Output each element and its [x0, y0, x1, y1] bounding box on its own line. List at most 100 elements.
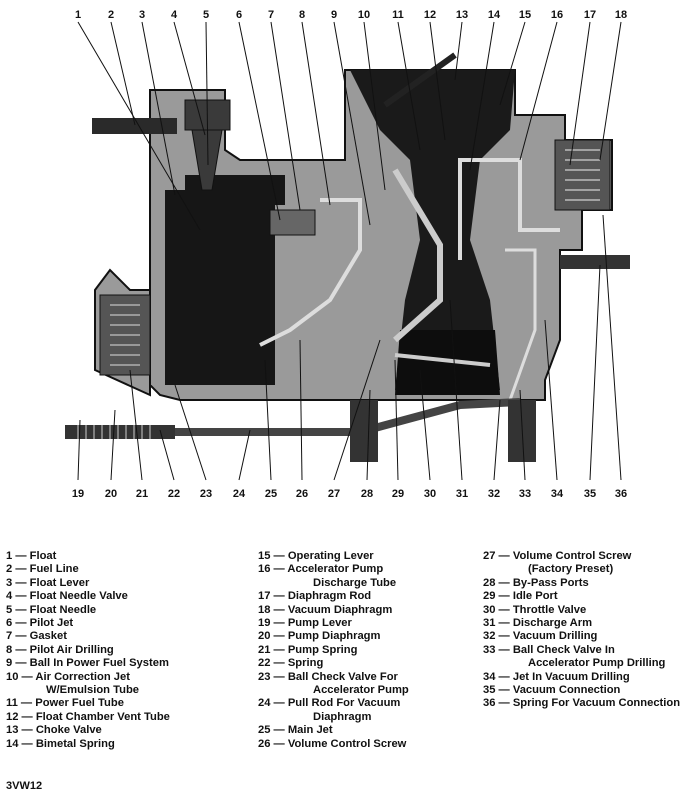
callout-leader-16 [519, 21, 558, 161]
legend-item-text: 16 — Accelerator Pump [258, 563, 384, 576]
legend-item-text: 8 — Pilot Air Drilling [6, 643, 114, 656]
legend-item-33: 33 — Ball Check Valve In [483, 644, 693, 657]
choke-valve [383, 52, 457, 108]
fuel-line [92, 118, 177, 134]
legend-item-text: 5 — Float Needle [6, 603, 97, 616]
callout-number-17: 17 [584, 9, 596, 21]
callout-number-25: 25 [265, 488, 277, 500]
legend-item-text: 24 — Pull Rod For Vacuum [258, 697, 401, 710]
legend-item-text: 10 — Air Correction Jet [6, 670, 130, 683]
callout-leader-10 [363, 21, 386, 191]
callout-number-28: 28 [361, 488, 373, 500]
vacuum-connection [560, 255, 630, 269]
pilot-jet [269, 209, 316, 236]
legend-item-11: 11 — Power Fuel Tube [6, 697, 241, 710]
legend-item-7: 7 — Gasket [6, 630, 241, 643]
legend-item-text: 31 — Discharge Arm [483, 617, 593, 630]
callout-number-31: 31 [456, 488, 468, 500]
legend-item-text: 18 — Vacuum Diaphragm [258, 603, 393, 616]
legend-item-16: 16 — Accelerator Pump [258, 563, 473, 576]
callout-number-36: 36 [615, 488, 627, 500]
callout-leader-7 [270, 21, 301, 211]
legend-item-1: 1 — Float [6, 550, 241, 563]
legend-item-text: 2 — Fuel Line [6, 563, 79, 576]
legend-item-17: 17 — Diaphragm Rod [258, 590, 473, 603]
callout-leader-35 [589, 264, 601, 481]
callout-leader-15 [499, 21, 526, 106]
callout-leader-21 [129, 369, 143, 481]
callout-number-6: 6 [236, 9, 242, 21]
callout-number-11: 11 [392, 9, 404, 21]
callout-leader-17 [569, 21, 591, 166]
legend-item-text: 23 — Ball Check Valve For [258, 670, 398, 683]
legend-item-28: 28 — By-Pass Ports [483, 577, 693, 590]
legend-item-text: 9 — Ball In Power Fuel System [6, 657, 169, 670]
legend-item-text: 36 — Spring For Vacuum Connection [483, 697, 681, 710]
callout-number-13: 13 [456, 9, 468, 21]
callout-number-12: 12 [424, 9, 436, 21]
legend-item-26: 26 — Volume Control Screw [258, 738, 473, 751]
callout-number-24: 24 [233, 488, 246, 500]
callout-number-34: 34 [551, 488, 564, 500]
legend-item-text: 26 — Volume Control Screw [258, 737, 407, 750]
legend-item-30: 30 — Throttle Valve [483, 604, 693, 617]
callout-leader-26 [299, 339, 303, 481]
legend-item-8: 8 — Pilot Air Drilling [6, 644, 241, 657]
legend-item-3: 3 — Float Lever [6, 577, 241, 590]
legend-item-text: 35 — Vacuum Connection [483, 684, 621, 697]
callout-number-16: 16 [551, 9, 563, 21]
legend-item-2: 2 — Fuel Line [6, 563, 241, 576]
legend-item-text: 13 — Choke Valve [6, 724, 102, 737]
callout-leader-30 [419, 369, 431, 481]
legend-item-6: 6 — Pilot Jet [6, 617, 241, 630]
callout-number-5: 5 [203, 9, 209, 21]
legend-item-continuation: W/Emulsion Tube [46, 684, 140, 697]
callout-leader-20 [110, 409, 116, 481]
legend-item-text: 11 — Power Fuel Tube [6, 697, 124, 710]
legend-item-text: 28 — By-Pass Ports [483, 576, 589, 589]
callout-leader-9 [333, 21, 371, 226]
legend-item-35: 35 — Vacuum Connection [483, 684, 693, 697]
legend-item-text: 15 — Operating Lever [258, 550, 374, 562]
throttle-valve [394, 353, 491, 367]
legend-item-continuation: Discharge Tube [313, 576, 397, 589]
legend-item-continuation: Accelerator Pump [313, 684, 409, 697]
callout-leader-5 [205, 21, 209, 166]
legend-item-text: 3 — Float Lever [6, 576, 90, 589]
callout-number-23: 23 [200, 488, 212, 500]
callout-leader-14 [469, 21, 495, 171]
callout-leader-13 [454, 21, 463, 81]
callout-number-30: 30 [424, 488, 436, 500]
legend-item-25: 25 — Main Jet [258, 724, 473, 737]
callout-number-15: 15 [519, 9, 531, 21]
callout-number-22: 22 [168, 488, 180, 500]
callout-leader-27 [333, 339, 381, 481]
legend-item-text: 25 — Main Jet [258, 724, 333, 737]
legend-item-text: 14 — Bimetal Spring [6, 737, 115, 750]
legend-item-31: 31 — Discharge Arm [483, 617, 693, 630]
callout-leader-36 [602, 214, 622, 481]
callout-number-18: 18 [615, 9, 627, 21]
legend-item-12: 12 — Float Chamber Vent Tube [6, 711, 241, 724]
legend-item-text: 4 — Float Needle Valve [6, 590, 128, 603]
legend-item-9: 9 — Ball In Power Fuel System [6, 657, 241, 670]
callout-leader-6 [238, 21, 281, 221]
legend-item-text: 19 — Pump Lever [258, 617, 352, 630]
legend-item-continuation: (Factory Preset) [528, 563, 614, 576]
callout-leader-29 [394, 359, 399, 481]
legend-item-18: 18 — Vacuum Diaphragm [258, 604, 473, 617]
legend-item-text: 21 — Pump Spring [258, 643, 358, 656]
callout-leader-25 [264, 359, 272, 481]
callout-leader-22 [159, 429, 175, 481]
legend-item-10: 10 — Air Correction Jet [6, 671, 241, 684]
legend-item-text: 29 — Idle Port [483, 590, 558, 603]
legend-item-continuation: Diaphragm [313, 710, 372, 723]
vacuum-drilling [505, 248, 537, 401]
callout-number-1: 1 [75, 9, 81, 21]
legend-item-19: 19 — Pump Lever [258, 617, 473, 630]
legend-column-3: 27 — Volume Control Screw(Factory Preset… [483, 550, 693, 711]
callout-number-9: 9 [331, 9, 337, 21]
callout-leader-32 [493, 399, 501, 481]
legend-item-text: 32 — Vacuum Drilling [483, 630, 598, 643]
